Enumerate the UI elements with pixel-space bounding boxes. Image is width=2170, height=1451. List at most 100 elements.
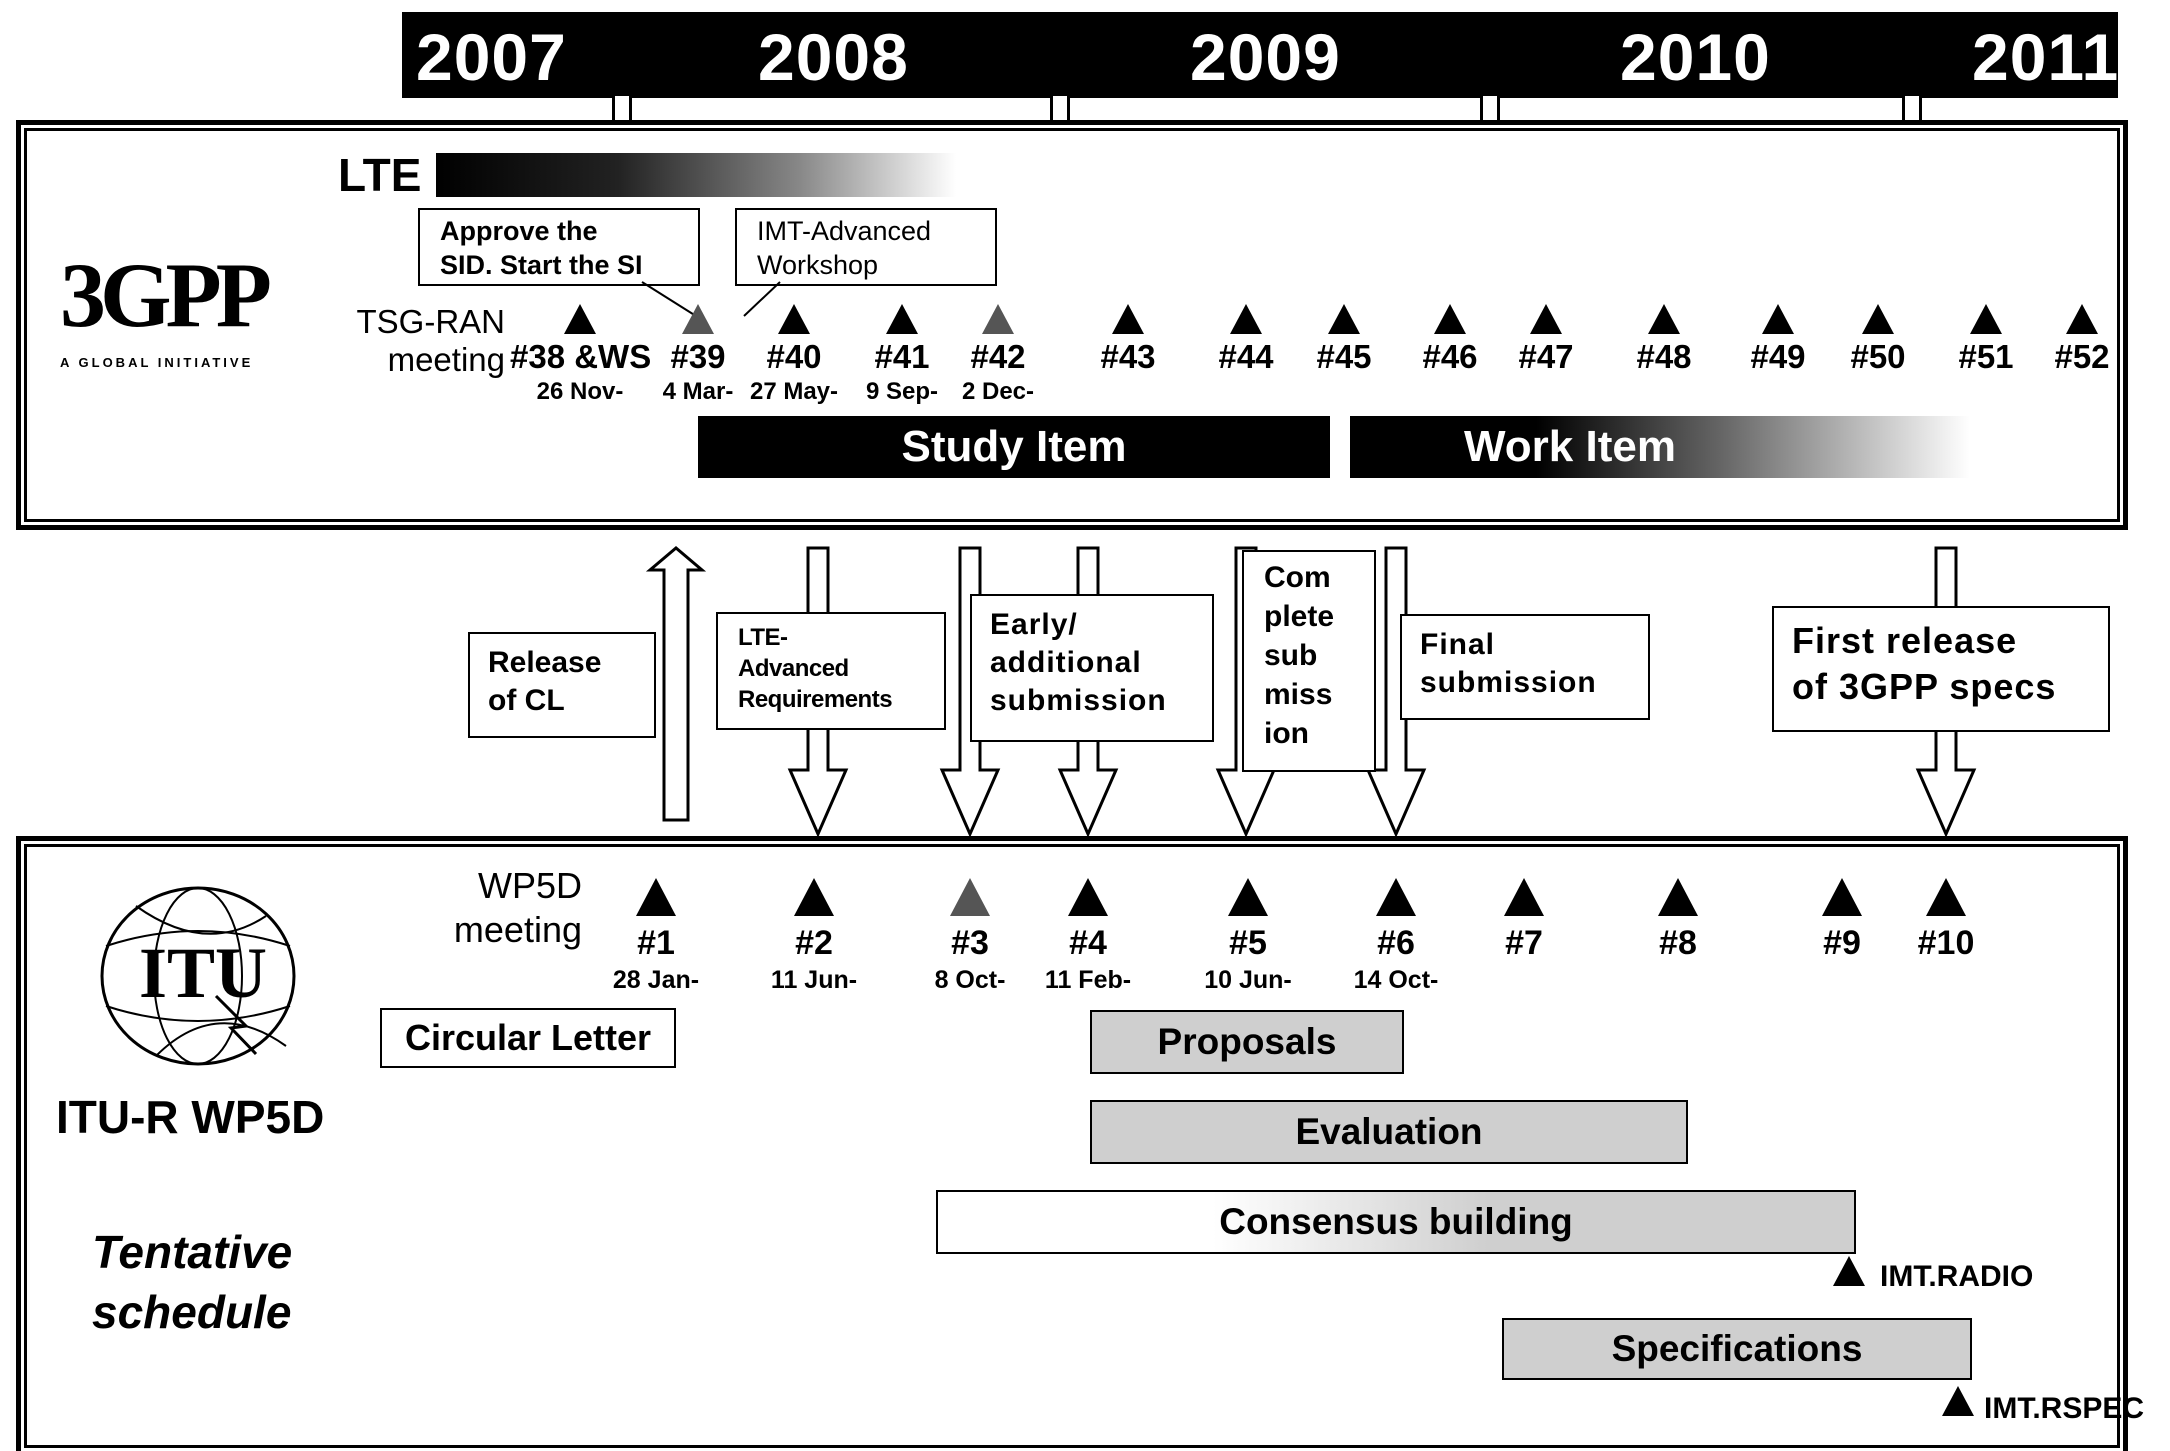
specifications-label: Specifications — [1611, 1328, 1863, 1369]
wp5d-meeting-date: 14 Oct- — [1353, 966, 1439, 994]
wp5d-meeting-date: 11 Jun- — [770, 966, 858, 994]
imt-radio-label: IMT.RADIO — [1880, 1260, 2034, 1293]
wp5d-meeting-marker — [636, 878, 676, 916]
itu-r-wp5d-title: ITU-R WP5D — [56, 1091, 325, 1143]
wp5d-label-line: WP5D — [477, 865, 582, 906]
year-2010: 2010 — [1620, 20, 1771, 94]
tentative-line: schedule — [92, 1286, 292, 1338]
lte-advanced-requirements-box: LTE- Advanced Requirements — [716, 612, 946, 730]
year-band: 2007 2008 2009 2010 2011 — [402, 12, 2118, 98]
wp5d-meeting-number: #3 — [951, 924, 989, 962]
wp5d-meeting-date: 11 Feb- — [1044, 966, 1132, 994]
tsg-ran-meeting-marker — [1112, 304, 1144, 334]
itu-logo — [100, 886, 296, 1066]
box-line: sub — [1264, 639, 1318, 672]
wp5d-meeting-date: 28 Jan- — [612, 966, 700, 994]
box-line: miss — [1264, 678, 1333, 711]
wp5d-meeting-marker — [1228, 878, 1268, 916]
early-additional-submission-box: Early/ additional submission — [970, 594, 1214, 742]
tsg-ran-meeting-marker — [1328, 304, 1360, 334]
wp5d-meeting-number: #7 — [1505, 924, 1543, 962]
circular-letter-label: Circular Letter — [404, 1017, 652, 1058]
year-2011: 2011 — [1972, 20, 2120, 94]
wp5d-meeting-number: #6 — [1377, 924, 1415, 962]
work-item-label: Work Item — [1464, 422, 1676, 471]
tsg-ran-meeting-marker — [1970, 304, 2002, 334]
wp5d-meeting-marker — [950, 878, 990, 916]
3gpp-logo-tagline: A GLOBAL INITIATIVE — [60, 355, 254, 370]
proposals-bar: Proposals — [1090, 1010, 1404, 1074]
wp5d-meeting-number: #10 — [1917, 924, 1975, 962]
box-line: LTE- — [738, 624, 788, 651]
tsg-ran-meeting-number: #50 — [1850, 338, 1906, 375]
callout-line: Workshop — [757, 250, 879, 280]
lte-label: LTE — [338, 149, 422, 201]
tsg-ran-meeting-date: 4 Mar- — [662, 378, 734, 405]
box-line: plete — [1264, 600, 1335, 633]
box-line: Final — [1420, 628, 1496, 661]
proposals-label: Proposals — [1157, 1021, 1337, 1062]
year-2009: 2009 — [1190, 20, 1341, 94]
wp5d-meeting-marker — [1658, 878, 1698, 916]
box-line: Advanced — [738, 655, 849, 682]
tsg-ran-meeting-marker — [1434, 304, 1466, 334]
tsg-ran-meeting-number: #47 — [1518, 338, 1574, 375]
tsg-ran-meeting-number: #42 — [970, 338, 1026, 375]
circular-letter-bar: Circular Letter — [380, 1008, 676, 1068]
tsg-ran-meeting-marker — [564, 304, 596, 334]
3gpp-logo: 3GPP A GLOBAL INITIATIVE — [60, 245, 320, 375]
evaluation-bar: Evaluation — [1090, 1100, 1688, 1164]
tsg-ran-meeting-marker — [2066, 304, 2098, 334]
consensus-building-bar: Consensus building — [936, 1190, 1856, 1254]
wp5d-meeting-marker — [1068, 878, 1108, 916]
wp5d-meeting-marker — [1926, 878, 1966, 916]
tsg-ran-meeting-marker — [682, 304, 714, 334]
tsg-ran-label-line: TSG-RAN — [356, 303, 506, 340]
tentative-schedule: Tentative schedule — [92, 1222, 292, 1342]
tsg-ran-meeting-marker — [1230, 304, 1262, 334]
wp5d-meeting-date: 10 Jun- — [1204, 966, 1292, 994]
box-line: additional — [990, 646, 1142, 679]
callout-pointer — [743, 281, 781, 317]
tsg-ran-meeting-date: 9 Sep- — [865, 378, 939, 405]
tsg-ran-meeting-marker — [1862, 304, 1894, 334]
box-line: of CL — [488, 684, 565, 717]
down-arrow — [1365, 546, 1427, 838]
tsg-ran-meeting-number: #38 &WS — [510, 338, 652, 375]
imt-rspec-marker — [1942, 1386, 1974, 1416]
box-line: ion — [1264, 717, 1309, 750]
callout-line: SID. Start the SI — [440, 250, 643, 280]
consensus-building-label: Consensus building — [1219, 1201, 1573, 1242]
tsg-ran-meeting-marker — [1762, 304, 1794, 334]
imt-radio-marker — [1833, 1256, 1865, 1286]
tsg-ran-meeting-marker — [886, 304, 918, 334]
box-line: submission — [990, 684, 1167, 717]
tsg-ran-meeting-number: #45 — [1316, 338, 1372, 375]
tsg-ran-meeting-date: 27 May- — [749, 378, 839, 405]
tsg-ran-meeting-number: #49 — [1750, 338, 1806, 375]
tsg-ran-meeting-number: #44 — [1218, 338, 1274, 375]
lte-bar — [436, 153, 956, 197]
tsg-ran-meeting-marker — [1648, 304, 1680, 334]
tsg-ran-meeting-date: 26 Nov- — [536, 378, 624, 405]
evaluation-label: Evaluation — [1295, 1111, 1483, 1152]
year-2007: 2007 — [416, 20, 567, 94]
first-release-box: First release of 3GPP specs — [1772, 606, 2110, 732]
release-of-cl-box: Release of CL — [468, 632, 656, 738]
wp5d-meeting-marker — [794, 878, 834, 916]
study-item-label: Study Item — [901, 422, 1127, 471]
wp5d-meeting-date: 8 Oct- — [934, 966, 1006, 994]
final-submission-box: Final submission — [1400, 614, 1650, 720]
callout-line: Approve the — [440, 216, 598, 246]
callout-line: IMT-Advanced — [757, 216, 932, 246]
tsg-ran-meeting-number: #51 — [1958, 338, 2014, 375]
tsg-ran-meeting-number: #46 — [1422, 338, 1478, 375]
box-line: Early/ — [990, 608, 1078, 641]
wp5d-meeting-number: #8 — [1659, 924, 1697, 962]
specifications-bar: Specifications — [1502, 1318, 1972, 1380]
box-line: Com — [1264, 561, 1331, 594]
box-line: Requirements — [738, 686, 893, 713]
study-item-bar: Study Item — [698, 416, 1330, 478]
tsg-ran-meeting-date: 2 Dec- — [961, 378, 1035, 405]
wp5d-meeting-marker — [1504, 878, 1544, 916]
